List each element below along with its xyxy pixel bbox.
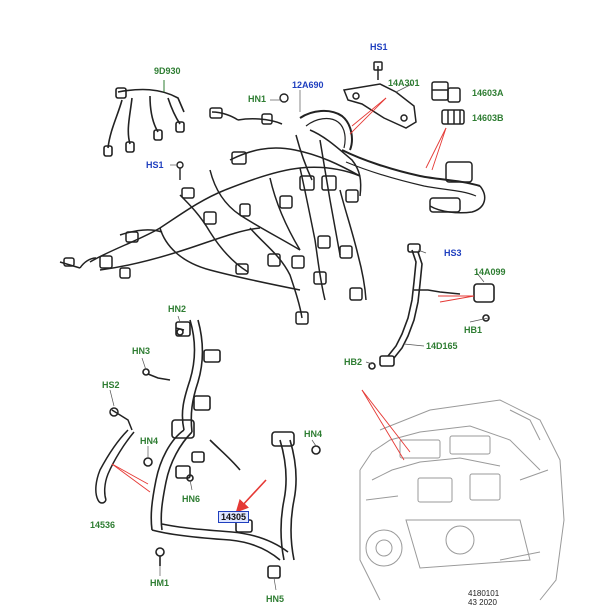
relay-14603B [441, 109, 465, 125]
label-14603A: 14603A [472, 88, 504, 98]
label-14A099: 14A099 [474, 267, 506, 277]
fasteners-upper [176, 93, 289, 180]
engine-main-harness [59, 107, 486, 325]
engine-block [359, 399, 565, 601]
label-14A301: 14A301 [388, 78, 420, 88]
label-14603B: 14603B [472, 113, 504, 123]
label-HN6: HN6 [182, 494, 201, 504]
label-HS2: HS2 [102, 380, 120, 390]
clip-14536 [95, 407, 135, 504]
leader-lines [111, 97, 475, 513]
label-HM1: HM1 [150, 578, 170, 588]
label-HN3: HN3 [132, 346, 151, 356]
label-pointers [109, 83, 489, 591]
label-HN4-right: HN4 [304, 429, 323, 439]
drawing-date: 43 2020 [468, 598, 497, 607]
label-HN5: HN5 [266, 594, 285, 604]
label-14536: 14536 [90, 520, 116, 530]
label-12A690: 12A690 [292, 80, 324, 90]
harness-14305 [142, 319, 321, 579]
injector-harness [103, 80, 185, 157]
label-14305-highlighted: 14305 [218, 511, 250, 523]
label-HN2: HN2 [168, 304, 187, 314]
label-HN4-left: HN4 [140, 436, 159, 446]
drawing-number: 4180101 [468, 589, 500, 598]
label-HS1-left: HS1 [146, 160, 164, 170]
bracket-14A301 [342, 61, 417, 129]
label-HN1: HN1 [248, 94, 267, 104]
label-HB2: HB2 [344, 357, 363, 367]
label-HB1: HB1 [464, 325, 483, 335]
relay-14603A [431, 81, 461, 103]
hose-14D165 [368, 243, 495, 370]
label-9D930: 9D930 [154, 66, 181, 76]
label-HS3: HS3 [444, 248, 462, 258]
label-14D165: 14D165 [426, 341, 458, 351]
label-HS1-top: HS1 [370, 42, 388, 52]
